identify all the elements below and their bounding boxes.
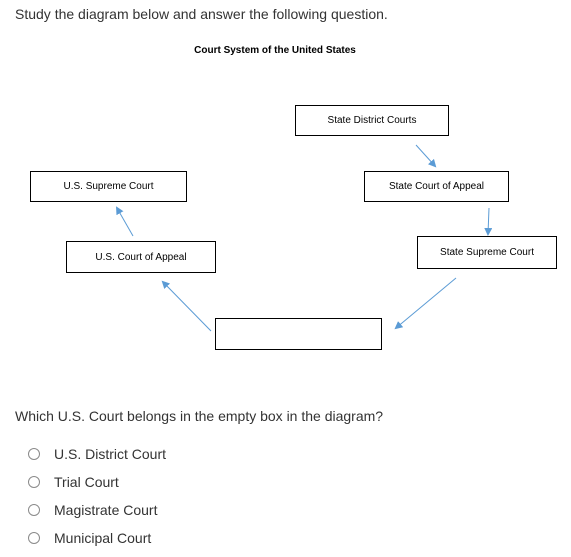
- radio-button[interactable]: [28, 504, 40, 516]
- box-label: U.S. Supreme Court: [63, 181, 154, 192]
- arrow-us-appeal-to-us-supreme: [116, 206, 134, 237]
- arrow-state-supreme-to-empty: [394, 277, 457, 330]
- option-us-district-court[interactable]: U.S. District Court: [28, 440, 166, 468]
- option-label: Trial Court: [54, 474, 119, 490]
- answer-options: U.S. District Court Trial Court Magistra…: [28, 440, 166, 552]
- arrow-state-appeal-to-state-supreme: [484, 207, 493, 236]
- radio-button[interactable]: [28, 476, 40, 488]
- option-municipal-court[interactable]: Municipal Court: [28, 524, 166, 552]
- arrow-state-district-to-state-appeal: [415, 144, 437, 168]
- instruction-text: Study the diagram below and answer the f…: [15, 6, 388, 22]
- box-label: State Supreme Court: [440, 247, 534, 258]
- box-state-supreme-court: State Supreme Court: [417, 236, 557, 269]
- option-magistrate-court[interactable]: Magistrate Court: [28, 496, 166, 524]
- box-empty: [215, 318, 382, 350]
- box-label: U.S. Court of Appeal: [95, 251, 187, 263]
- box-us-supreme-court: U.S. Supreme Court: [30, 171, 187, 202]
- option-label: Magistrate Court: [54, 502, 158, 518]
- option-label: Municipal Court: [54, 530, 152, 546]
- arrow-empty-to-us-appeal: [161, 280, 212, 332]
- box-label: State District Courts: [327, 115, 417, 126]
- option-label: U.S. District Court: [54, 446, 167, 462]
- radio-button[interactable]: [28, 448, 40, 460]
- radio-button[interactable]: [28, 532, 40, 544]
- diagram-title: Court System of the United States: [194, 45, 356, 56]
- box-state-court-of-appeal: State Court of Appeal: [364, 171, 509, 202]
- box-label: State Court of Appeal: [388, 181, 485, 192]
- box-us-court-of-appeal: U.S. Court of Appeal: [66, 241, 216, 273]
- option-trial-court[interactable]: Trial Court: [28, 468, 166, 496]
- box-state-district-courts: State District Courts: [295, 105, 449, 136]
- question-text: Which U.S. Court belongs in the empty bo…: [15, 408, 384, 424]
